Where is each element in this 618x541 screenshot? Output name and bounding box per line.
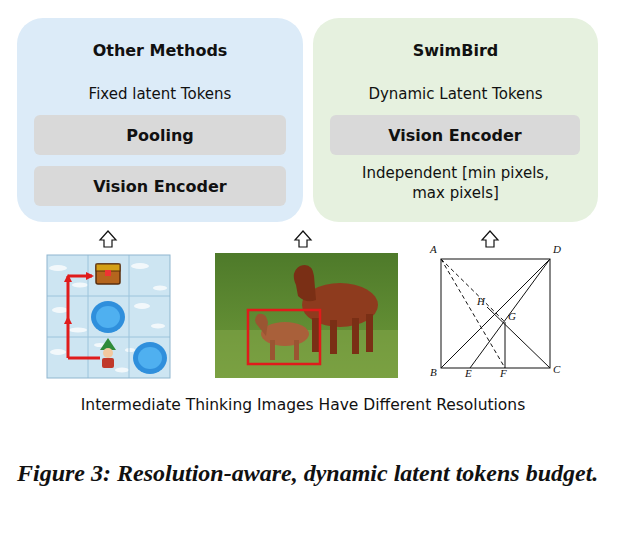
up-arrows (100, 231, 498, 247)
process-box: Vision Encoder (34, 166, 286, 206)
point-label: F (500, 368, 507, 379)
figure-caption: Figure 3: Resolution-aware, dynamic late… (17, 458, 602, 489)
panel-title: SwimBird (323, 40, 588, 62)
point-label: A (430, 244, 437, 255)
point-label: E (465, 368, 472, 379)
panel-title: Other Methods (27, 40, 293, 62)
point-label: G (508, 311, 516, 322)
method-panel: Other MethodsFixed latent TokensPoolingV… (17, 18, 303, 222)
point-label: D (553, 244, 561, 255)
process-box: Pooling (34, 115, 286, 155)
figure-note: Intermediate Thinking Images Have Differ… (0, 396, 606, 414)
grid-game-image (47, 255, 170, 378)
process-box: Vision Encoder (330, 115, 580, 155)
panel-note: Independent [min pixels, max pixels] (351, 163, 561, 204)
point-label: C (553, 364, 560, 375)
point-label: H (477, 296, 485, 307)
cow-photo (215, 253, 398, 378)
method-panel: SwimBirdDynamic Latent TokensIndependent… (313, 18, 598, 222)
box-label: Pooling (126, 126, 194, 145)
panel-subtitle: Dynamic Latent Tokens (323, 84, 588, 104)
box-label: Vision Encoder (93, 177, 227, 196)
panel-subtitle: Fixed latent Tokens (27, 84, 293, 104)
geometry-figure (441, 259, 550, 368)
box-label: Vision Encoder (388, 126, 522, 145)
point-label: B (430, 367, 437, 378)
